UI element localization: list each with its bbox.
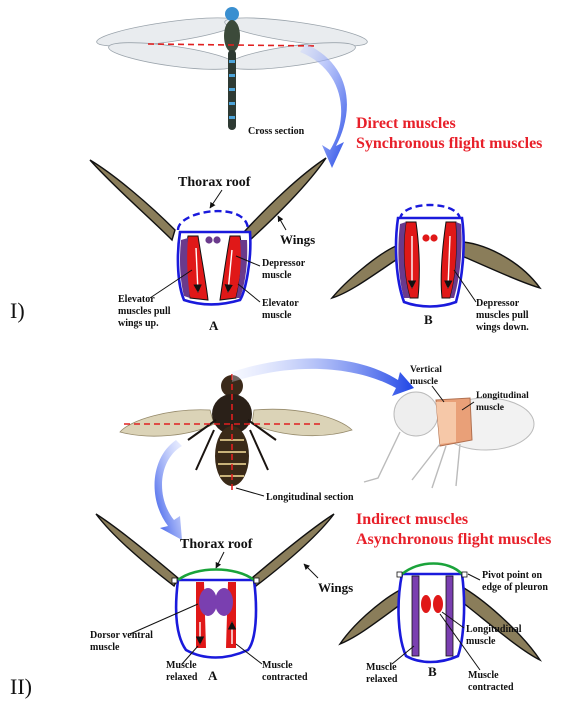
fly-sketch	[364, 392, 534, 488]
panel-i-b-label: B	[424, 312, 433, 327]
muscle-contracted-label-b: Muscle contracted	[468, 670, 514, 693]
pivot-point-label: Pivot point on edge of pleuron	[482, 570, 548, 593]
thorax-roof-pointer-ii	[216, 552, 224, 568]
dorsoventral-label: Dorsor ventral muscle	[90, 630, 155, 653]
fly-image	[120, 375, 352, 486]
thorax-roof-pointer-i	[210, 190, 222, 208]
muscle-contracted-label-a: Muscle contracted	[262, 660, 308, 683]
cross-section-line	[148, 44, 318, 46]
elevator-muscle-label-a: Elevator muscle	[262, 298, 301, 321]
panel-ii-a-label: A	[208, 668, 218, 683]
elevator-pull-label: Elevator muscles pull wings up.	[118, 294, 173, 329]
panel-i-b	[332, 205, 540, 307]
wings-label-i: Wings	[280, 232, 315, 247]
wings-label-ii: Wings	[318, 580, 353, 595]
longitudinal-section-label: Longitudinal section	[266, 492, 354, 503]
wings-pointer-i	[278, 216, 286, 230]
blue-arrow-down	[155, 440, 182, 540]
cross-section-label: Cross section	[248, 126, 305, 137]
muscle-relaxed-label-b: Muscle relaxed	[366, 662, 399, 685]
thorax-roof-label-ii: Thorax roof	[180, 537, 253, 552]
vertical-muscle-label: Vertical muscle	[410, 365, 444, 387]
thorax-roof-label-i: Thorax roof	[178, 175, 251, 190]
longitudinal-section-pointer	[236, 488, 264, 496]
asynchronous-title: Asynchronous flight muscles	[356, 531, 551, 548]
pivot-point-pointer	[468, 574, 480, 580]
depressor-pull-label: Depressor muscles pull wings down.	[476, 298, 531, 333]
section-i-numeral: I)	[10, 298, 25, 323]
wings-pointer-ii	[304, 564, 318, 578]
section-ii-numeral: II)	[10, 674, 32, 699]
indirect-muscles-title: Indirect muscles	[356, 511, 468, 528]
direct-muscles-title: Direct muscles	[356, 115, 456, 132]
depressor-muscle-label-a: Depressor muscle	[262, 258, 307, 281]
synchronous-title: Synchronous flight muscles	[356, 135, 542, 152]
panel-i-a-label: A	[209, 318, 219, 333]
panel-ii-b-label: B	[428, 664, 437, 679]
blue-arrow-right	[232, 358, 414, 396]
